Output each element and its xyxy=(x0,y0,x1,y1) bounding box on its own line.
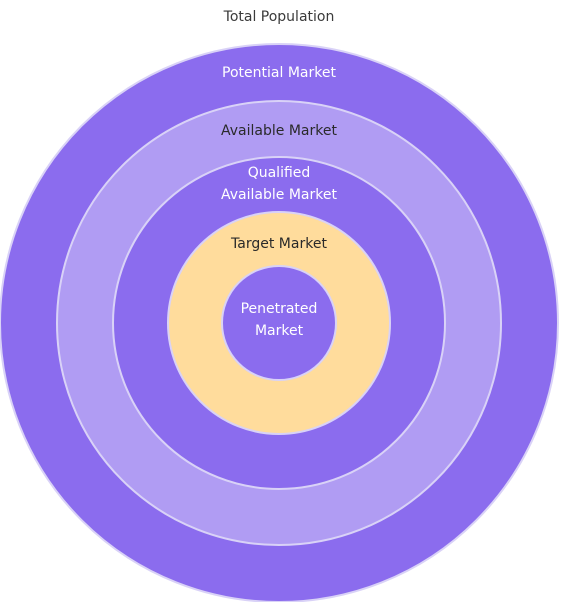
potential-market-label: Potential Market xyxy=(222,65,336,81)
penetrated-market-ring xyxy=(221,265,337,381)
target-market-label-line: Target Market xyxy=(230,236,327,252)
rings-group xyxy=(0,43,559,602)
total-population-title: Total Population xyxy=(223,9,335,25)
qualified-available-market-label-line: Available Market xyxy=(221,187,337,203)
available-market-label-line: Available Market xyxy=(221,123,337,139)
penetrated-market-label-line: Penetrated xyxy=(241,301,318,317)
target-market-label: Target Market xyxy=(230,236,327,252)
available-market-label: Available Market xyxy=(221,123,337,139)
potential-market-label-line: Potential Market xyxy=(222,65,336,81)
qualified-available-market-label-line: Qualified xyxy=(248,165,311,181)
penetrated-market-label-line: Market xyxy=(255,323,304,339)
